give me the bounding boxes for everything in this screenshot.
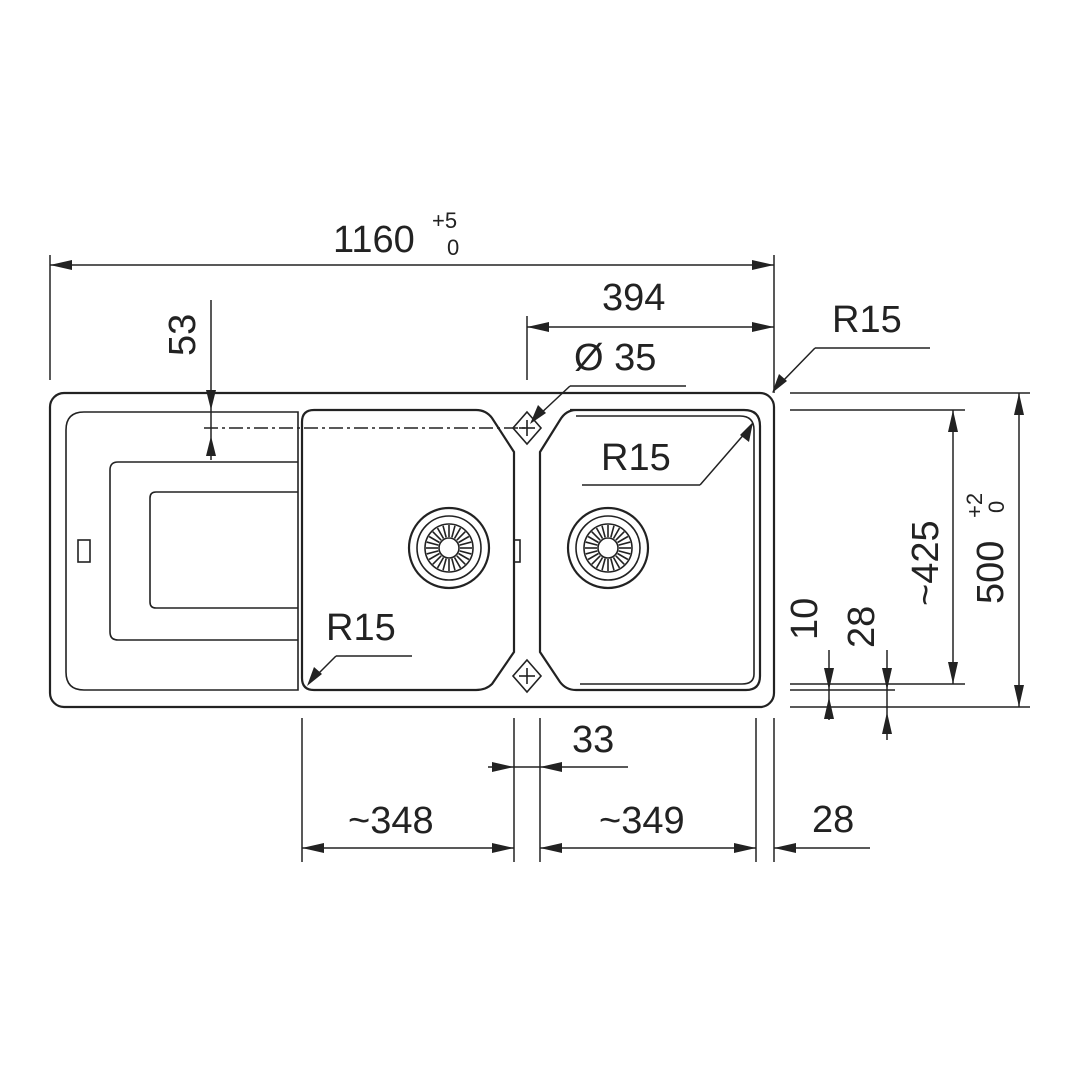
label-overall-depth-tol-upper: +2 (962, 493, 987, 518)
sink-outer-rim (48, 391, 776, 709)
drain-spoke (453, 527, 462, 539)
drainer-groove-outer (109, 461, 298, 641)
drain-spoke (456, 531, 466, 541)
drain-spoke (615, 531, 625, 541)
overflow-slot-divider (513, 539, 521, 563)
drain-spoke (612, 527, 621, 539)
right-bowl (538, 408, 762, 692)
drain-spoke (459, 541, 472, 546)
drain-spoke (428, 552, 440, 561)
drain-spoke (442, 558, 447, 571)
drain-spoke (618, 541, 631, 546)
label-right-bowl-inner-width: ~349 (599, 800, 685, 842)
drain-spoke (458, 552, 470, 561)
drainer-area (65, 411, 299, 691)
drain-spoke (615, 555, 625, 565)
label-rim-10: 10 (784, 598, 826, 640)
drain-spoke (595, 527, 604, 539)
label-overall-width: 1160 (333, 219, 415, 261)
label-corner-radius-outer: R15 (832, 299, 902, 341)
drain-spoke (585, 541, 598, 546)
drainer-groove-inner (149, 491, 298, 609)
right-bowl-inner-edge (576, 415, 755, 685)
drain-spoke (451, 558, 456, 571)
left-bowl (300, 408, 516, 692)
drain-spoke (426, 550, 439, 555)
drain-spoke (610, 558, 615, 571)
drain-spoke (436, 527, 445, 539)
label-overall-width-tol-upper: +5 (432, 208, 457, 233)
dimension-lines (49, 255, 1030, 862)
drain-spoke (432, 555, 442, 565)
drain-spoke (453, 557, 462, 569)
label-overall-width-tol-lower: 0 (447, 235, 459, 260)
drain-spoke (436, 557, 445, 569)
drain-spoke (459, 550, 472, 555)
drain-spoke (617, 535, 629, 544)
right-drain (566, 506, 650, 590)
drain-spoke (591, 531, 601, 541)
drain-spoke (617, 552, 629, 561)
label-right-bowl-width: 394 (602, 277, 665, 319)
drain-spoke (601, 558, 606, 571)
drain-spoke (451, 525, 456, 538)
label-bowl-depth: ~425 (905, 520, 947, 606)
drain-spoke (595, 557, 604, 569)
drain-spoke (587, 535, 599, 544)
label-tap-hole: Ø 35 (574, 337, 656, 379)
tap-hole-bottom (511, 658, 543, 694)
dimension-labels: 1160 +5 0 394 Ø 35 R15 R15 R15 53 ~425 5… (162, 208, 1012, 842)
left-drain (407, 506, 491, 590)
label-left-bowl-width: ~348 (348, 800, 434, 842)
drain-spoke (458, 535, 470, 544)
drain-spoke (432, 531, 442, 541)
drain-spoke (456, 555, 466, 565)
drain-spoke (428, 535, 440, 544)
drain-spoke (426, 541, 439, 546)
sink-outline (48, 391, 776, 709)
label-right-rim: 28 (812, 799, 854, 841)
label-overall-depth: 500 (970, 541, 1012, 604)
label-divider-width: 33 (572, 719, 614, 761)
drain-spoke (585, 550, 598, 555)
drain-spoke (618, 550, 631, 555)
drain-spoke (601, 525, 606, 538)
tap-hole-top (511, 410, 543, 446)
overflow-slot-left (77, 539, 91, 563)
label-rim-28-vertical: 28 (841, 606, 883, 648)
drain-spoke (610, 525, 615, 538)
label-corner-radius-left-bowl: R15 (326, 607, 396, 649)
label-overall-depth-tol-lower: 0 (984, 501, 1009, 513)
drain-spoke (587, 552, 599, 561)
drain-spoke (442, 525, 447, 538)
drain-spoke (591, 555, 601, 565)
label-corner-radius-right-bowl: R15 (601, 437, 671, 479)
drain-spoke (612, 557, 621, 569)
label-drainer-offset: 53 (162, 314, 204, 356)
